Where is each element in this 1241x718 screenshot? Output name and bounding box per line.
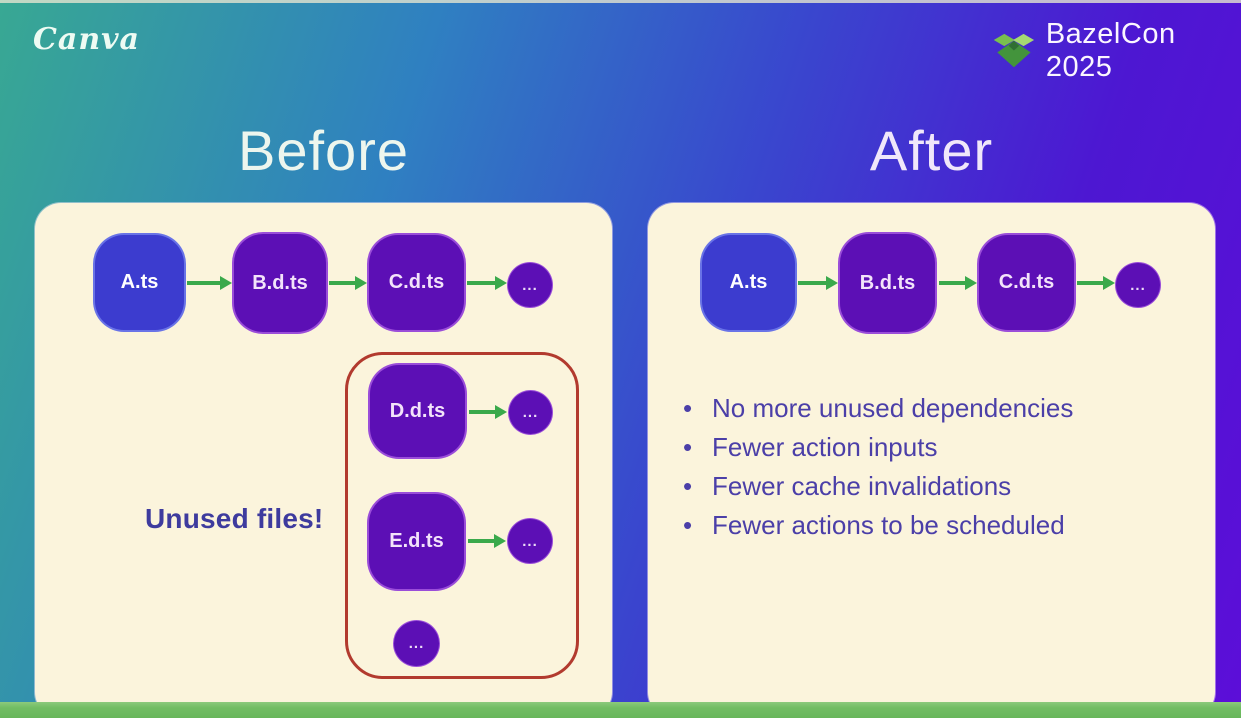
bullet-dot: • [683,510,693,540]
node-ellipsis: ... [393,620,440,667]
bazel-heart-icon [993,33,1035,68]
dependency-arrow-icon [467,276,507,290]
node-b-d-ts: B.d.ts [838,232,937,334]
after-heading: After [869,119,994,182]
before-heading: Before [238,119,409,182]
list-item: •Fewer cache invalidations [681,467,1073,506]
bazelcon-logo: BazelCon 2025 [992,18,1241,84]
bottom-green-strip [0,702,1241,718]
node-a-ts: A.ts [700,233,797,332]
node-ellipsis: ... [507,262,553,308]
top-edge-line [0,0,1241,3]
dependency-arrow-icon [468,534,506,548]
dependency-arrow-icon [939,276,977,290]
canva-logo: Canva [33,22,140,57]
node-c-d-ts: C.d.ts [977,233,1076,332]
bullet-dot: • [683,432,693,462]
after-panel: A.ts B.d.ts C.d.ts ... •No more unused d… [648,203,1215,718]
list-item: •Fewer actions to be scheduled [681,506,1073,545]
node-c-d-ts: C.d.ts [367,233,466,332]
bazelcon-label: BazelCon 2025 [1045,18,1176,83]
node-ellipsis: ... [1115,262,1161,308]
node-b-d-ts: B.d.ts [232,232,328,334]
list-item: •Fewer action inputs [681,428,1073,467]
unused-files-outline [345,352,579,679]
dependency-arrow-icon [469,405,507,419]
bullet-dot: • [683,393,693,423]
dependency-arrow-icon [798,276,838,290]
before-panel: A.ts B.d.ts C.d.ts ... D.d.ts ... E.d.ts… [35,203,612,718]
unused-files-label: Unused files! [145,503,324,534]
node-ellipsis: ... [508,390,553,435]
dependency-arrow-icon [187,276,232,290]
dependency-arrow-icon [1077,276,1115,290]
bullet-dot: • [683,471,693,501]
node-e-d-ts: E.d.ts [367,492,466,591]
node-d-d-ts: D.d.ts [368,363,467,459]
list-item: •No more unused dependencies [681,389,1073,428]
node-a-ts: A.ts [93,233,186,332]
dependency-arrow-icon [329,276,367,290]
node-ellipsis: ... [507,518,553,564]
benefits-list: •No more unused dependencies •Fewer acti… [681,389,1073,545]
